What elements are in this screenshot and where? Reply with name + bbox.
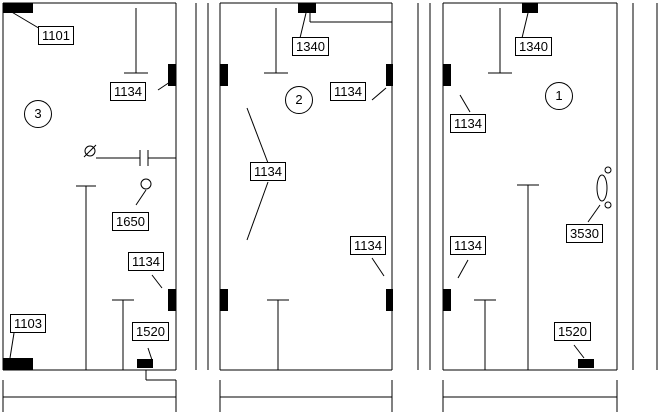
panel-2-frame [195, 2, 393, 371]
part-label-1134-lower: 1134 [128, 252, 164, 271]
part-label-1520-left: 1520 [132, 322, 169, 341]
part-label-1134-right-lower: 1134 [450, 236, 486, 255]
panel-number-1: 1 [545, 82, 573, 110]
hardware-blocks [3, 3, 594, 370]
part-label-1134-right-upper: 1134 [450, 114, 486, 133]
part-label-1650: 1650 [112, 212, 149, 231]
part-label-1134-upper: 1134 [110, 82, 146, 101]
panel-3-fixtures [9, 8, 176, 381]
part-label-1134-middle-lower: 1134 [350, 236, 386, 255]
panel-2-fixtures [246, 8, 392, 370]
panel-1-fixtures [457, 8, 612, 370]
part-label-3530: 3530 [566, 224, 603, 243]
panel-number-2: 2 [285, 86, 313, 114]
part-label-1101: 1101 [38, 26, 74, 45]
panel-1-frame [417, 2, 658, 371]
dimension-lines [2, 380, 618, 412]
part-label-1340-middle: 1340 [292, 37, 329, 56]
panel-number-3: 3 [24, 100, 52, 128]
part-label-1134-diagonal: 1134 [250, 162, 286, 181]
part-label-1340-right: 1340 [515, 37, 552, 56]
part-label-1103: 1103 [10, 314, 46, 333]
part-label-1134-middle-upper: 1134 [330, 82, 366, 101]
part-label-1520-right: 1520 [554, 322, 591, 341]
